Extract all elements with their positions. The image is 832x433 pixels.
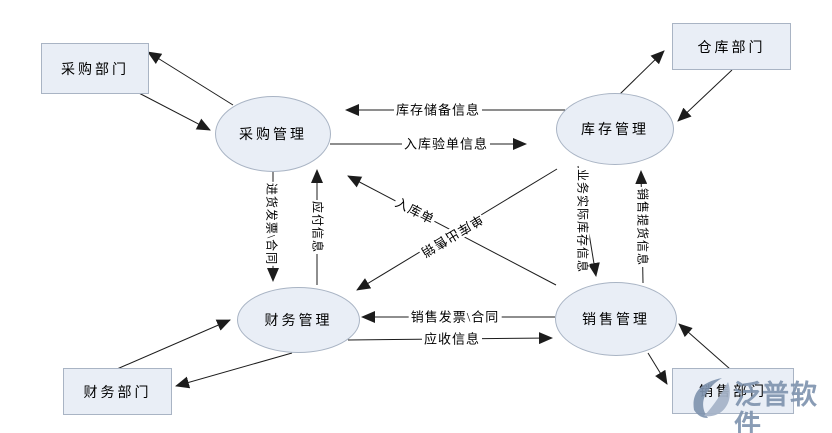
entity-warehouse-dept-label: 仓库部门: [697, 40, 766, 56]
flow-financemgmt-to-financedept: [175, 352, 293, 389]
flow-label-purchase-invoice-contract: 进货发票\合同: [263, 181, 279, 267]
flow-label-stock-reserve-info: 库存储备信息: [393, 102, 483, 118]
process-finance-mgmt-label: 财务管理: [264, 314, 333, 329]
flow-financedept-to-financemgmt: [116, 319, 231, 370]
flow-label-sales-invoice-contract: 销售发票\合同: [408, 309, 502, 325]
flow-purchasingdept-to-purchasemgmt: [134, 90, 211, 131]
flow-salesdept-to-salesmgmt: [678, 323, 731, 370]
flow-label-sales-pickup-info: 销售提货信息: [634, 186, 650, 268]
flow-label-inbound-inspection-info: 入库验单信息: [401, 136, 491, 152]
entity-purchasing-dept: 采购部门: [41, 43, 149, 94]
flow-salesmgmt-to-salesdept: [647, 352, 668, 385]
flow-label-actual-stock-info: 业务实际库存信息: [574, 167, 590, 275]
process-inventory-mgmt: 库存管理: [556, 93, 674, 165]
process-purchase-mgmt: 采购管理: [215, 96, 331, 172]
flow-label-payable-info: 应付信息: [309, 199, 325, 255]
process-sales-mgmt: 销售管理: [555, 282, 677, 356]
entity-warehouse-dept: 仓库部门: [672, 23, 791, 70]
flow-label-receivable-info: 应收信息: [421, 331, 483, 347]
watermark-brand: 泛普软件: [734, 380, 818, 433]
entity-finance-dept-label: 财务部门: [83, 385, 152, 401]
fanpu-logo-icon: [693, 378, 730, 418]
entity-purchasing-dept-label: 采购部门: [61, 62, 129, 78]
process-inventory-mgmt-label: 库存管理: [581, 123, 649, 138]
flow-purchasemgmt-to-purchasingdept: [147, 51, 234, 106]
entity-sales-dept: 销售部门: [672, 368, 794, 414]
flow-warehousedept-to-inventorymgmt: [677, 69, 733, 122]
entity-sales-dept-label: 销售部门: [699, 385, 767, 400]
watermark: 泛普软件 www.fanpusoft.com: [688, 372, 832, 433]
process-purchase-mgmt-label: 采购管理: [239, 128, 307, 143]
process-sales-mgmt-label: 销售管理: [582, 313, 650, 328]
process-finance-mgmt: 财务管理: [237, 287, 360, 353]
flow-inventorymgmt-to-warehousedept: [619, 50, 665, 95]
entity-finance-dept: 财务部门: [63, 368, 172, 415]
